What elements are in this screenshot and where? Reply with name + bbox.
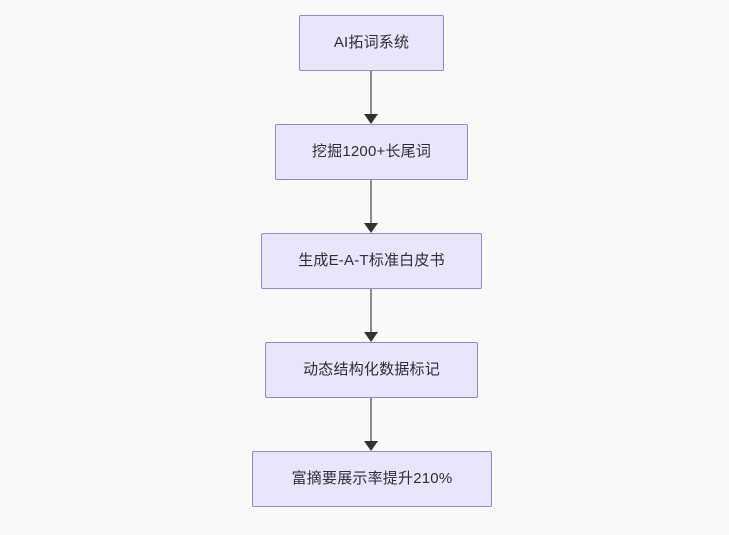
flow-node-label: 生成E-A-T标准白皮书 <box>298 252 445 269</box>
flow-node-label: AI拓词系统 <box>333 34 410 51</box>
flow-edge-connector <box>370 398 372 441</box>
arrow-down-icon <box>364 332 378 342</box>
flow-node-ai-keyword-system[interactable]: AI拓词系统 <box>299 15 444 71</box>
flow-edge-connector <box>370 289 372 332</box>
flow-edge-connector <box>370 71 372 114</box>
flow-node-label: 挖掘1200+长尾词 <box>311 143 432 160</box>
arrow-down-icon <box>364 441 378 451</box>
flow-node-label: 动态结构化数据标记 <box>303 361 440 378</box>
flow-node-generate-eat-whitepaper[interactable]: 生成E-A-T标准白皮书 <box>261 233 482 289</box>
flow-node-label: 富摘要展示率提升210% <box>291 470 453 487</box>
flow-edge-connector <box>370 180 372 223</box>
arrow-down-icon <box>364 114 378 124</box>
flow-node-dynamic-structured-data-markup[interactable]: 动态结构化数据标记 <box>265 342 478 398</box>
flow-node-rich-snippet-impression-lift[interactable]: 富摘要展示率提升210% <box>252 451 492 507</box>
arrow-down-icon <box>364 223 378 233</box>
flow-node-mine-longtail-keywords[interactable]: 挖掘1200+长尾词 <box>275 124 468 180</box>
